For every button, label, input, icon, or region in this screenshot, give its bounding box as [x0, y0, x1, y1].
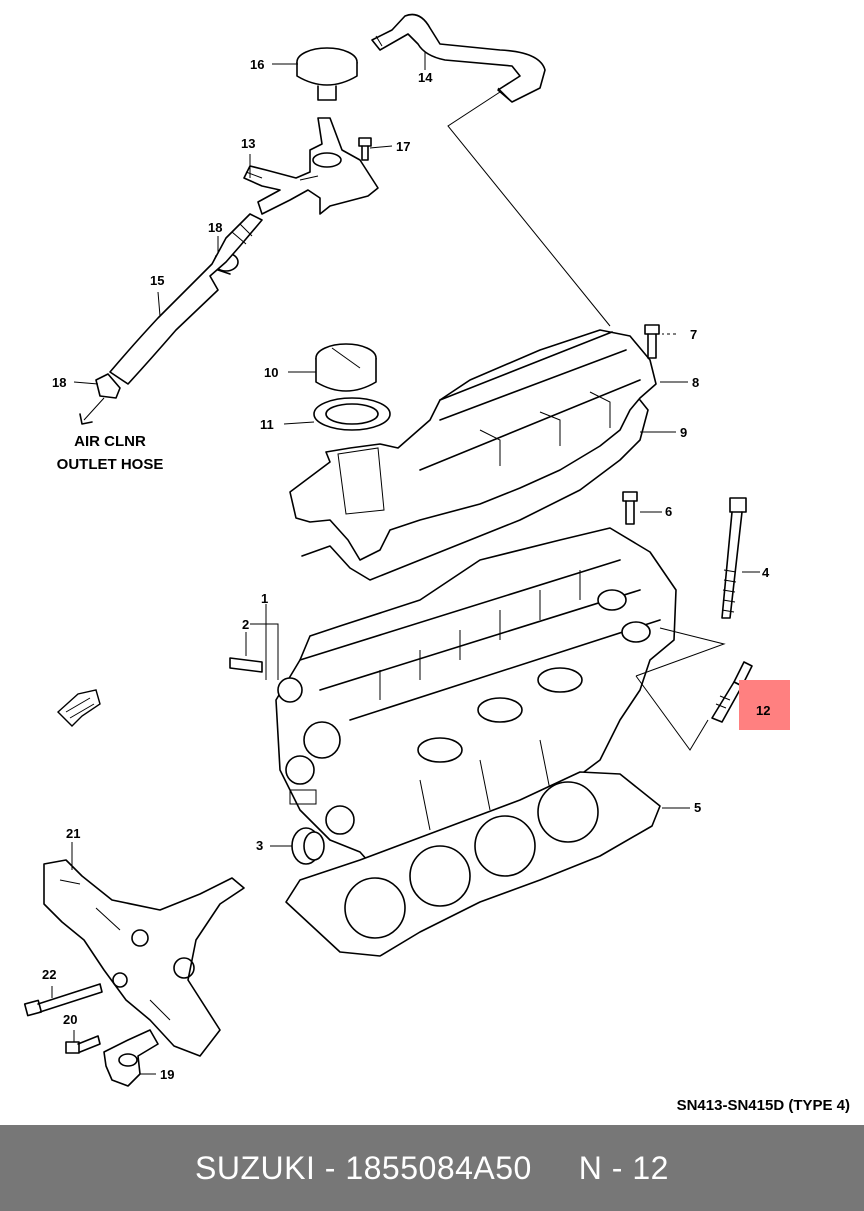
head-bolt-part-4 [721, 497, 747, 619]
callout-22: 22 [42, 967, 56, 982]
callout-21: 21 [66, 826, 80, 841]
callout-17: 17 [396, 139, 410, 154]
callout-14: 14 [418, 70, 433, 85]
bolt-part-17 [358, 137, 372, 161]
sensor-part-19 [103, 1029, 159, 1087]
hose-part-15 [109, 213, 263, 385]
callout-18-lower: 18 [52, 375, 66, 390]
exploded-parts-diagram: 1 2 3 4 5 6 7 8 9 10 11 12 13 14 15 16 1… [23, 13, 850, 1114]
callout-15: 15 [150, 273, 164, 288]
hose-clamp-part-18-lower [79, 373, 121, 425]
bolt-part-20 [65, 1035, 101, 1054]
highlight-box-part-12 [739, 680, 790, 730]
callout-9: 9 [680, 425, 687, 440]
cover-gasket-part-9 [301, 399, 649, 581]
callout-5: 5 [694, 800, 701, 815]
stud-part-2 [229, 657, 263, 673]
callout-12: 12 [756, 703, 770, 718]
breather-cap-part-16 [296, 47, 358, 101]
callout-19: 19 [160, 1067, 174, 1082]
part-number-text: SUZUKI - 1855084A50 N - 12 [195, 1149, 669, 1186]
bolt-part-7 [644, 324, 660, 359]
bracket-part-21 [43, 859, 245, 1057]
model-code-label: SN413-SN415D (TYPE 4) [677, 1097, 850, 1114]
seal-part-3 [291, 827, 325, 865]
callout-7: 7 [690, 327, 697, 342]
leader-lines [51, 52, 760, 1075]
callout-numbers: 1 2 3 4 5 6 7 8 9 10 11 12 13 14 15 16 1… [42, 57, 770, 1082]
head-gasket-part-5 [285, 771, 661, 957]
oil-filler-cap-part-10 [315, 343, 377, 392]
callout-4: 4 [762, 565, 770, 580]
cylinder-head-cover-part-8 [289, 329, 657, 561]
direction-arrow-icon [56, 689, 101, 727]
callout-13: 13 [241, 136, 255, 151]
bolt-part-6 [622, 491, 638, 525]
callout-1: 1 [261, 591, 268, 606]
callout-2: 2 [242, 617, 249, 632]
breather-hose-part-14 [371, 13, 546, 103]
callout-10: 10 [264, 365, 278, 380]
footer-bar: SUZUKI - 1855084A50 N - 12 [0, 1125, 864, 1211]
seal-ring-part-11 [313, 397, 391, 431]
bolt-part-22 [23, 983, 103, 1017]
air-cleaner-label-line1: AIR CLNR [74, 433, 146, 450]
callout-8: 8 [692, 375, 699, 390]
callout-3: 3 [256, 838, 263, 853]
callout-18-upper: 18 [208, 220, 222, 235]
callout-16: 16 [250, 57, 264, 72]
callout-11: 11 [260, 417, 274, 432]
air-cleaner-label-line2: OUTLET HOSE [57, 456, 164, 473]
cylinder-head-part-1 [275, 527, 677, 871]
callout-20: 20 [63, 1012, 77, 1027]
pcv-housing-part-13 [243, 117, 379, 215]
callout-6: 6 [665, 504, 672, 519]
